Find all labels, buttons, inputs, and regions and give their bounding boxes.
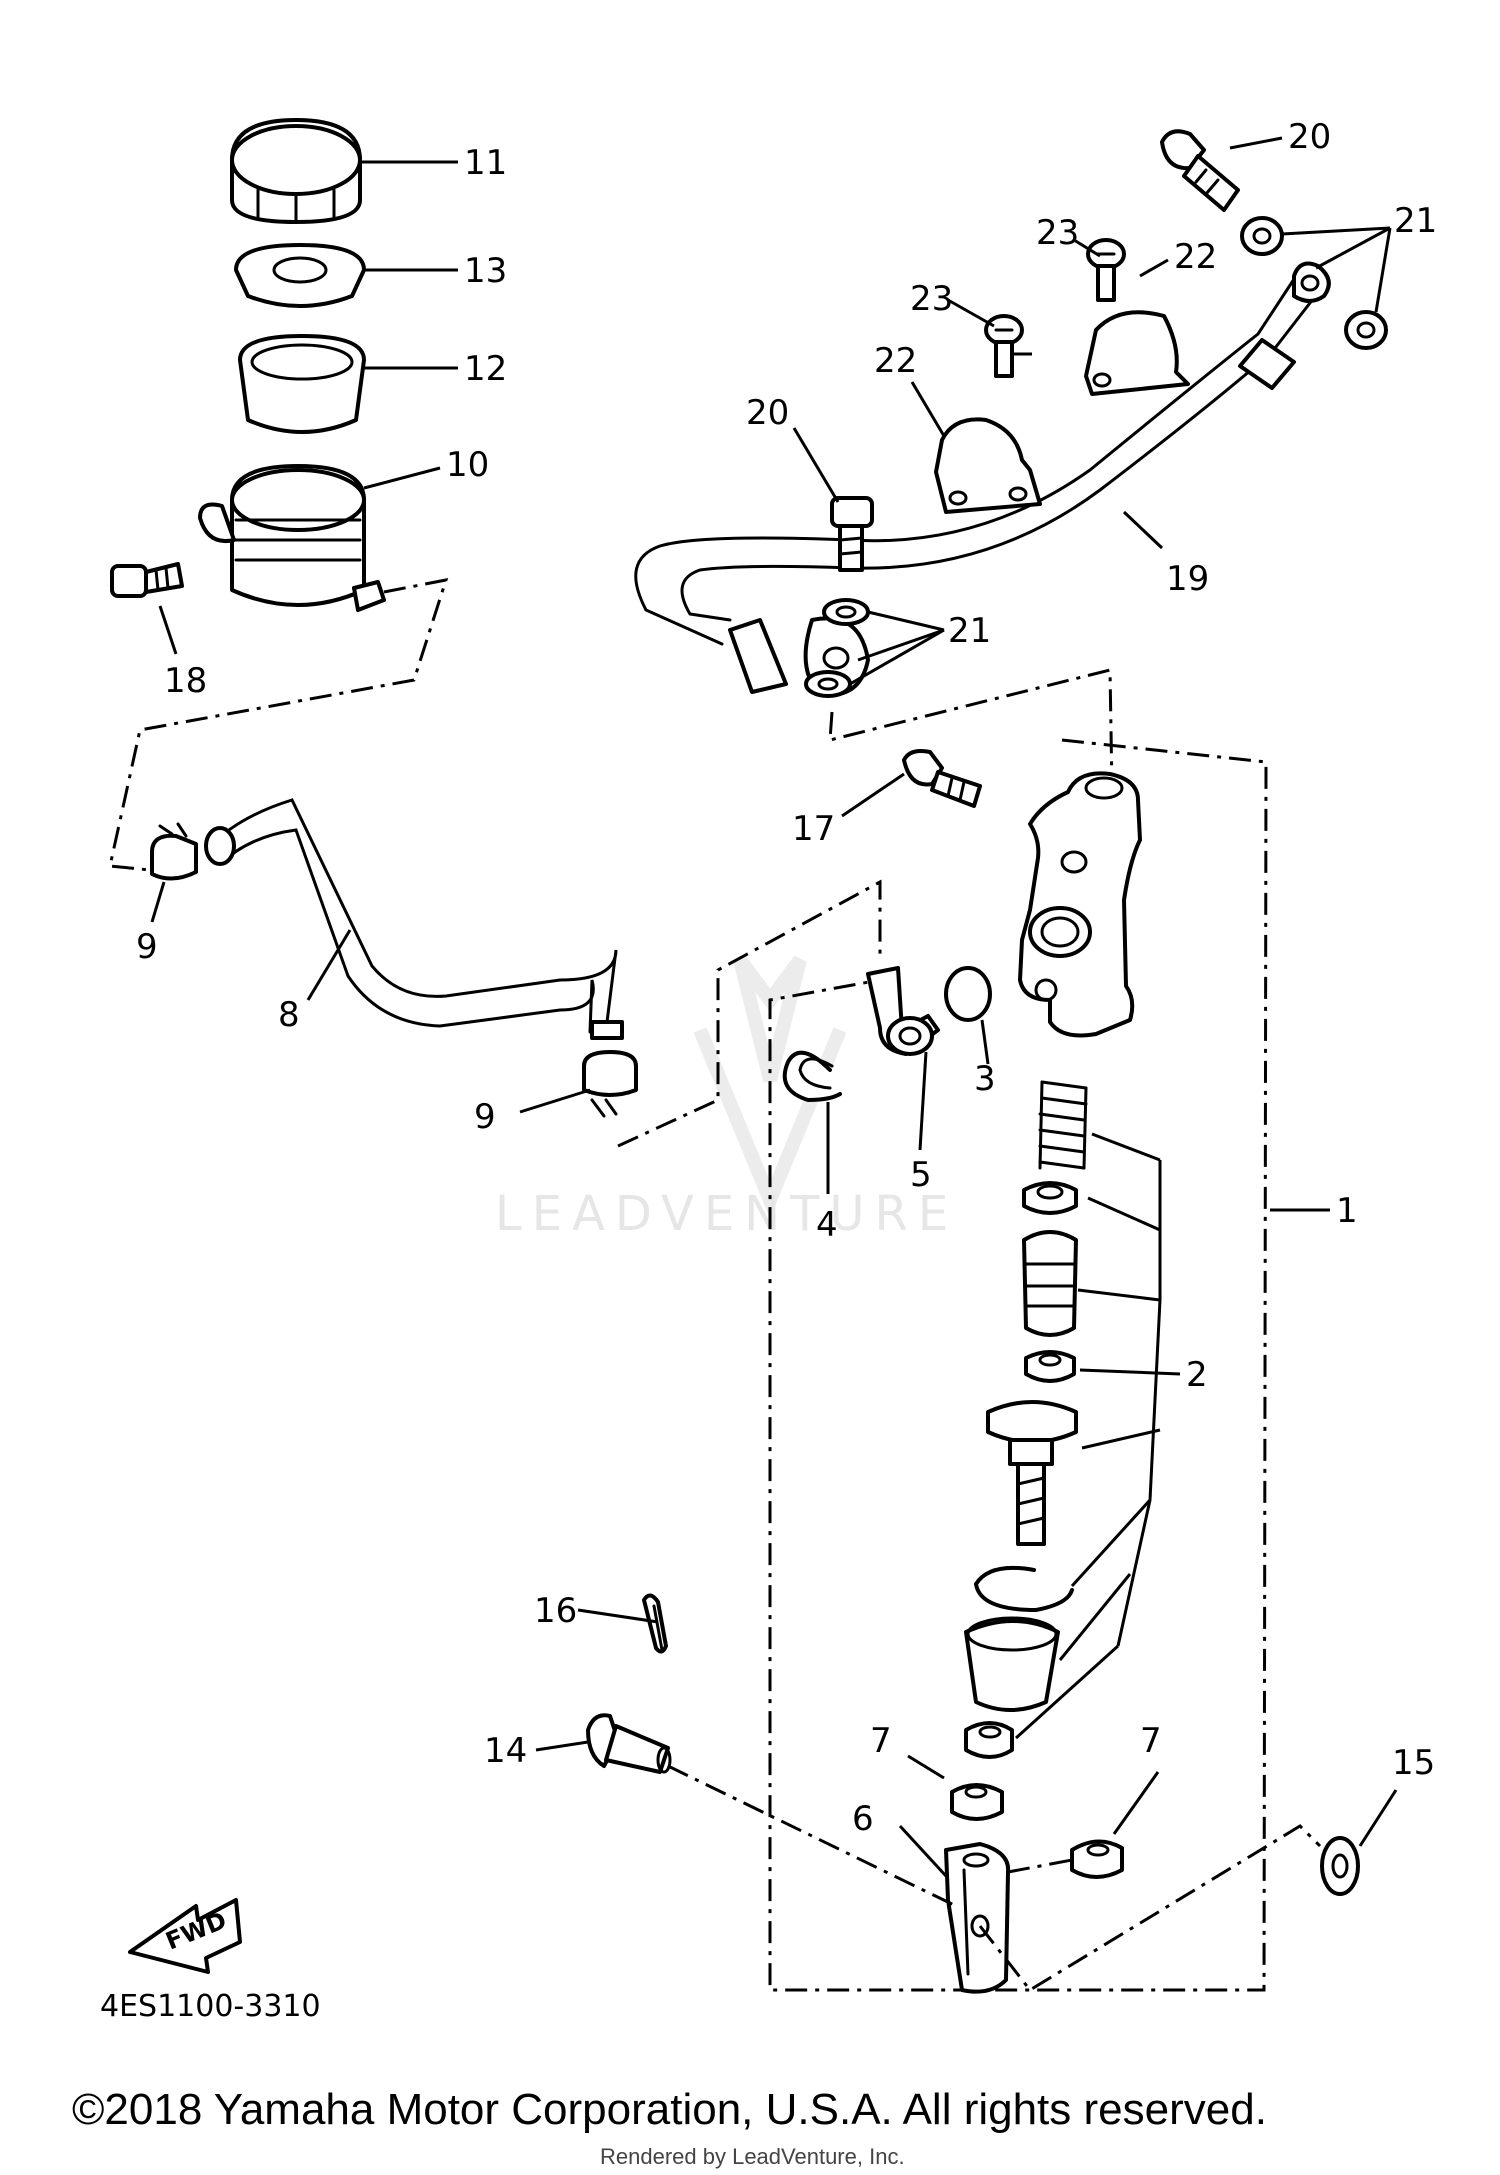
part-13-diaphragm-plate[interactable] (234, 243, 366, 308)
watermark-text: LEADVENTURE (495, 1186, 958, 1242)
rendered-by-text: Rendered by LeadVenture, Inc. (600, 2144, 905, 2169)
part-22-hose-holder-right[interactable] (1084, 310, 1190, 396)
assembly-line-nut (1007, 1858, 1073, 1874)
callout-6: 6 (852, 1799, 874, 1839)
part-3-o-ring[interactable] (944, 966, 992, 1022)
part-8-hose[interactable] (204, 798, 624, 1040)
callout-10: 10 (446, 445, 489, 485)
assembly-line-pin (667, 1764, 957, 1908)
part-9-clamp-lower[interactable] (582, 1050, 638, 1118)
part-2-circlip[interactable] (974, 1565, 1074, 1612)
part-4-circlip[interactable] (782, 1050, 842, 1102)
callout-18: 18 (164, 661, 207, 701)
part-23-screw-right[interactable] (1086, 238, 1126, 302)
part-2-piston[interactable] (1022, 1230, 1078, 1337)
callout-16: 16 (534, 1591, 577, 1631)
part-10-reservoir[interactable] (198, 464, 386, 612)
part-23-screw-left[interactable] (984, 314, 1024, 378)
watermark: LEADVENTURE (495, 955, 958, 1242)
callout-2: 2 (1186, 1355, 1208, 1395)
assembly-line-washer (978, 1824, 1322, 1992)
part-14-pin[interactable] (586, 1713, 672, 1774)
fwd-arrow-icon: FWD (128, 1898, 242, 1974)
leader-lines-reservoir (158, 160, 458, 655)
callout-9-lower: 9 (474, 1097, 496, 1137)
callout-20-upper: 20 (1288, 117, 1331, 157)
copyright-text: ©2018 Yamaha Motor Corporation, U.S.A. A… (72, 2085, 1267, 2134)
callout-9-upper: 9 (136, 927, 158, 967)
part-9-clamp-upper[interactable] (150, 822, 198, 881)
callout-21-upper: 21 (1394, 201, 1437, 241)
assembly-line-hose-cylinder (828, 668, 1114, 791)
part-12-diaphragm[interactable] (238, 334, 366, 434)
part-17-bolt[interactable] (902, 749, 982, 808)
part-1-master-cylinder-body[interactable] (1018, 771, 1142, 1038)
callout-5: 5 (910, 1155, 932, 1195)
part-2-secondary-cup[interactable] (1024, 1350, 1076, 1383)
part-21-washer-lower-a[interactable] (822, 598, 870, 626)
callout-4: 4 (816, 1205, 838, 1245)
callout-14: 14 (484, 1731, 527, 1771)
callout-11: 11 (464, 143, 507, 183)
part-7-nut-right[interactable] (1070, 1839, 1124, 1879)
callout-17: 17 (792, 809, 835, 849)
part-2-push-rod[interactable] (986, 1400, 1078, 1546)
callout-19: 19 (1166, 559, 1209, 599)
part-21-washer-upper-b[interactable] (1344, 310, 1388, 350)
leader-lines-hose (150, 881, 591, 1114)
callout-20-lower: 20 (746, 393, 789, 433)
callout-22-right: 22 (1174, 237, 1217, 277)
callout-7-right: 7 (1140, 1721, 1162, 1761)
callout-22-left: 22 (874, 341, 917, 381)
callout-23-left: 23 (910, 279, 953, 319)
part-6-clevis[interactable] (944, 1842, 1011, 1994)
callout-1: 1 (1336, 1191, 1358, 1231)
part-20-union-bolt-lower[interactable] (830, 496, 874, 572)
part-16-cotter-pin[interactable] (642, 1593, 668, 1654)
diagram-code: 4ES1100-3310 (100, 1989, 321, 2024)
part-5-joint-fitting[interactable] (866, 966, 940, 1056)
callout-21-lower: 21 (948, 611, 991, 651)
callout-13: 13 (464, 251, 507, 291)
part-15-washer[interactable] (1320, 1836, 1360, 1896)
assembly-line-reservoir-hose (108, 578, 449, 872)
leader-lines-brake-hose (792, 136, 1392, 686)
part-2-boot[interactable] (964, 1616, 1060, 1712)
part-2-nut[interactable] (964, 1721, 1014, 1759)
assembly-box-part-1 (768, 738, 1268, 1992)
part-2-primary-cup[interactable] (1022, 1181, 1078, 1215)
part-21-washer-upper-a[interactable] (1240, 216, 1284, 256)
callout-3: 3 (974, 1059, 996, 1099)
part-22-hose-holder-left[interactable] (934, 417, 1042, 514)
part-20-union-bolt-upper[interactable] (1160, 129, 1240, 212)
part-2-spring[interactable] (1038, 1080, 1088, 1170)
part-18-bolt[interactable] (110, 562, 184, 598)
part-11-reservoir-cap[interactable] (230, 118, 362, 224)
callout-12: 12 (464, 349, 507, 389)
callout-23-right: 23 (1036, 213, 1079, 253)
leader-lines-master-cylinder (535, 772, 1398, 1878)
callout-15: 15 (1392, 1743, 1435, 1783)
part-21-washer-lower-b[interactable] (804, 670, 852, 698)
callout-7-left: 7 (870, 1721, 892, 1761)
part-7-nut-left[interactable] (950, 1783, 1004, 1821)
assembly-line-clamp-fitting (617, 879, 882, 1148)
callout-8: 8 (278, 995, 300, 1035)
